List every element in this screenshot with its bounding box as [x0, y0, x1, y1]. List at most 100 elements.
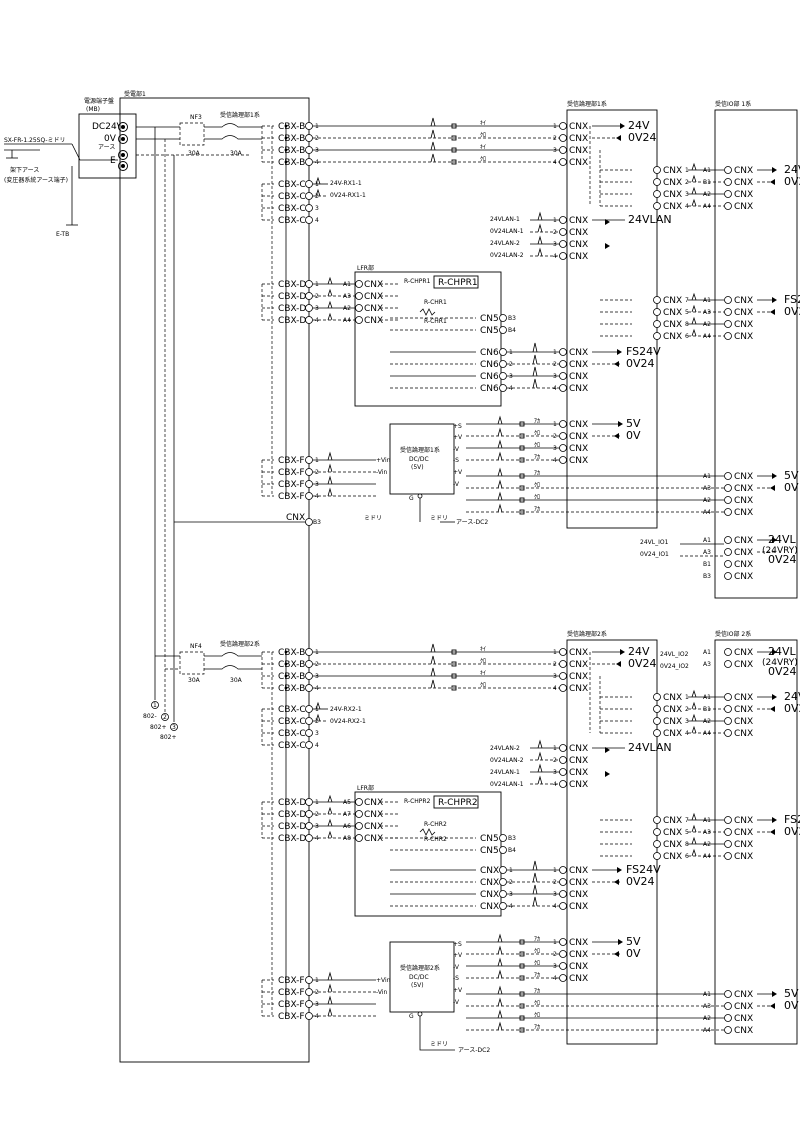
sys1-dc-cnx-2: CNX: [569, 432, 588, 442]
sys2-cn5-pin-2: B4: [508, 847, 516, 854]
vl-pin-4: B3: [703, 573, 711, 580]
sys2-out-24vlan: 24VLAN: [628, 741, 672, 754]
sys2-c-pin-4: 4: [315, 742, 319, 749]
sys1-dcdc-pv: +V: [453, 434, 463, 441]
sys1-d-pin-2: 2: [315, 293, 319, 300]
sys1-c-pin-3: 3: [315, 205, 319, 212]
sys2-dcdc-name: DC/DC: [409, 974, 429, 981]
sys1-f-1: CBX-F: [278, 456, 305, 466]
sys2-d-pin-2: 2: [315, 811, 319, 818]
sys1-d-apin-1: A1: [343, 281, 351, 288]
sys2-io5-cnx-1: CNX: [734, 990, 753, 1000]
sys1-cn5-pin-2: B4: [508, 327, 516, 334]
etb-label: E-TB: [56, 231, 69, 238]
sys2-io5-cnx-4: CNX: [734, 1026, 753, 1036]
sys1-b-1: CBX-B: [278, 122, 305, 132]
sys1-logic-title: 受信論理部1系: [567, 100, 607, 108]
sys1-io2-cnx-4: CNX: [734, 202, 753, 212]
sys2-breaker-current: 30A: [230, 677, 243, 684]
sys2-f-pin-4: 4: [315, 1013, 319, 1020]
sys1-iofs-apin-1: A1: [703, 297, 711, 304]
sys2-io5-apin-1: A1: [703, 991, 711, 998]
rx2-24v-label: 24V-RX2-1: [330, 706, 362, 713]
sys2-dc-cnx-4: CNX: [569, 974, 588, 984]
vl-pin-1: A1: [703, 537, 711, 544]
sys1-iofs-apin-3: A2: [703, 321, 711, 328]
sys1-lan-cnx-3: CNX: [569, 240, 588, 250]
sys2-lan1-label: 24VLAN-1: [490, 769, 520, 776]
nf3-label: NF3: [190, 114, 202, 121]
sys1-lan-cnx-4: CNX: [569, 252, 588, 262]
circle-1-number: 1: [153, 702, 157, 709]
sys1-lfr-cnx-4: CNX: [364, 316, 383, 326]
sys1-io-fs0v24: 0V24: [784, 305, 800, 318]
sys2-logic-title: 受信論理部2系: [567, 630, 607, 638]
sys1-b-cnx-1: CNX: [569, 122, 588, 132]
nf3-current: 30A: [188, 150, 201, 157]
sys2-io-apin-1: A1: [703, 694, 711, 701]
sys1-breaker-label: 受信論理部1系: [220, 111, 260, 119]
sys1-d-apin-2: A3: [343, 293, 351, 300]
sys2-f-pin-1: 1: [315, 977, 319, 984]
sys1-iofs-cnx-3: CNX: [663, 320, 682, 330]
rx1-24v-label: 24V-RX1-1: [330, 180, 362, 187]
sys2-fs-cnx-2: CNX: [569, 878, 588, 888]
vl-pin-2: A3: [703, 549, 711, 556]
sys1-b-4: CBX-B: [278, 158, 305, 168]
sys2-lan-lpin-1: 1: [553, 745, 557, 752]
sys2-lfr-cnx-1: CNX: [364, 798, 383, 808]
vl2-pin-1: A1: [703, 649, 711, 656]
sys1-earth-dc2: アース-DC2: [456, 519, 488, 526]
terminal-0v-label: 0V: [104, 134, 117, 144]
sys1-d-apin-3: A2: [343, 305, 351, 312]
sys1-c-pin-2: 2: [315, 193, 319, 200]
sys2-b-cnx-1: CNX: [569, 648, 588, 658]
sys2-earth-green: ミドリ: [430, 1041, 448, 1048]
sys2-io5-color-4: ｱｶ: [534, 1024, 540, 1031]
sys2-out-fs24v: FS24V: [626, 863, 661, 876]
sys1-dcdc-title: 受信論理部1系: [400, 446, 440, 454]
sys2-dcdc-pv2: +V: [453, 987, 463, 994]
sys2-b-cnx-4: CNX: [569, 684, 588, 694]
rx1-0v24-label: 0V24-RX1-1: [330, 192, 366, 199]
power-unit-frame: [119, 97, 310, 1063]
sys2-b-lpin-4: 4: [553, 685, 557, 692]
sys1-iofs2-cnx-1: CNX: [734, 296, 753, 306]
sys1-iofs2-cnx-2: CNX: [734, 308, 753, 318]
sys2-iofs2-cnx-4: CNX: [734, 852, 753, 862]
sys1-io-apin-3: A2: [703, 191, 711, 198]
sys2-breaker-label: 受信論理部2系: [220, 640, 260, 648]
sys1-b-cnx-4: CNX: [569, 158, 588, 168]
sys1-b-2: CBX-B: [278, 134, 305, 144]
sys2-io-frame: [714, 639, 798, 1045]
sys2-lan-cnx-2: CNX: [569, 756, 588, 766]
sys1-dc-color-2: ｸﾛ: [534, 430, 540, 437]
power-terminal-title: 電源端子盤: [84, 97, 114, 105]
sys2-d-pin-4: 4: [315, 835, 319, 842]
sys2-fs-cnx-4: CNX: [569, 902, 588, 912]
sys1-c-3: CBX-C: [278, 204, 306, 214]
io2-label: 24VL_IO2: [660, 651, 689, 658]
terminal-e-label: E: [110, 156, 116, 166]
sys2-r-chr2-a: R-CHR2: [424, 821, 447, 828]
sys1-d-pin-4: 4: [315, 317, 319, 324]
sys1-b-lpin-4: 4: [553, 159, 557, 166]
sys2-fs-lpin-3: 3: [553, 891, 557, 898]
vl-out-24vry: (24VRY): [762, 546, 798, 556]
sys1-dc-color-1: ｱｶ: [534, 418, 540, 425]
sys1-io-frame: [714, 109, 798, 599]
vl-cnx-3: CNX: [734, 560, 753, 570]
sys2-c-4: CBX-C: [278, 741, 306, 751]
sys2-io5-cnx-2: CNX: [734, 1002, 753, 1012]
sys1-io-out-0v: 0V: [784, 481, 799, 494]
sys1-b-color-2: ｸﾛ: [480, 132, 486, 139]
circle-2-label: 802+: [150, 724, 166, 731]
sys1-dc-lpin-4: 4: [553, 457, 557, 464]
sys2-io1-rpin-3: 3: [685, 718, 689, 725]
sys2-out-0v: 0V: [626, 947, 641, 960]
sys1-io1-rpin-2: 2: [685, 179, 689, 186]
system-2-breaker: NF4 受信論理部2系 30A 30A: [179, 640, 262, 684]
sys2-lfr-cnx-4: CNX: [364, 834, 383, 844]
sys2-iofs-apin-3: A2: [703, 841, 711, 848]
sys2-lan1-0v-label: 0V24LAN-1: [490, 781, 524, 788]
